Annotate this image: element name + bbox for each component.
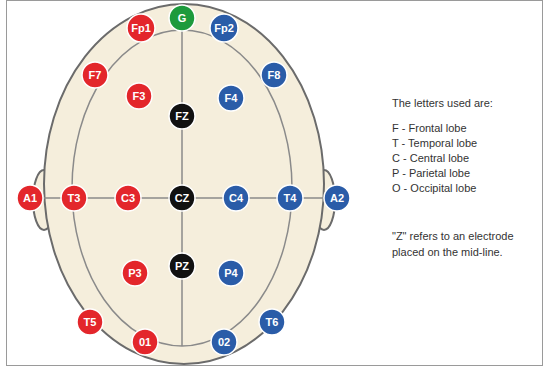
- electrode-disc: [61, 185, 87, 211]
- electrode-circle: P4: [217, 259, 245, 287]
- electrode-circle: FZ: [168, 102, 196, 130]
- electrode-disc: [259, 309, 285, 335]
- electrode-circle: 02: [210, 328, 238, 356]
- electrode-disc: [132, 329, 158, 355]
- electrode-disc: [169, 103, 195, 129]
- electrode-disc: [115, 185, 141, 211]
- electrode-disc: [127, 14, 155, 42]
- electrode-circle: F8: [260, 61, 288, 89]
- legend-entry: O - Occipital lobe: [392, 180, 476, 196]
- electrode-name: A1: [23, 193, 37, 204]
- electrode-circle: PZ: [168, 252, 196, 280]
- electrode-disc: [218, 260, 244, 286]
- electrode-disc: [82, 62, 108, 88]
- electrode-disc: [169, 185, 195, 211]
- note: "Z" refers to an electrode placed on the…: [392, 228, 542, 260]
- electrode-name: P4: [224, 268, 237, 279]
- electrode-disc: [261, 62, 287, 88]
- electrode-disc: [210, 14, 238, 42]
- electrode-name: Fp1: [131, 23, 151, 34]
- electrode-name: F7: [89, 70, 102, 81]
- electrode-name: G: [178, 13, 187, 24]
- electrode-circle: A1: [16, 184, 44, 212]
- electrode-disc: [126, 83, 152, 109]
- electrode-name: T6: [266, 317, 279, 328]
- electrode-circle: T3: [60, 184, 88, 212]
- legend-entry: T - Temporal lobe: [392, 135, 477, 151]
- electrode-name: T3: [68, 193, 81, 204]
- electrode-circle: C3: [114, 184, 142, 212]
- legend-entry: C - Central lobe: [392, 150, 469, 166]
- electrode-name: C4: [229, 193, 243, 204]
- electrode-disc: [122, 260, 148, 286]
- electrode-disc: [169, 5, 195, 31]
- electrode-circle: CZ: [168, 184, 196, 212]
- electrode-disc: [223, 185, 249, 211]
- electrode-name: F8: [268, 70, 281, 81]
- electrode-name: 01: [139, 337, 151, 348]
- head-outline: [44, 4, 324, 364]
- electrode-name: F4: [225, 93, 238, 104]
- electrode-circle: 01: [131, 328, 159, 356]
- legend-entry: P - Parietal lobe: [392, 165, 470, 181]
- electrode-name: CZ: [175, 193, 190, 204]
- electrode-disc: [17, 185, 43, 211]
- electrode-disc: [277, 185, 303, 211]
- electrode-name: FZ: [175, 111, 188, 122]
- electrode-circle: T5: [76, 308, 104, 336]
- electrode-disc: [211, 329, 237, 355]
- frame: [7, 1, 543, 366]
- electrode-disc: [169, 253, 195, 279]
- electrode-circle: G: [168, 4, 196, 32]
- electrode-circle: F7: [81, 61, 109, 89]
- electrode-name: F3: [133, 91, 146, 102]
- electrode-name: P3: [128, 268, 141, 279]
- legend-entry: F - Frontal lobe: [392, 120, 467, 136]
- electrode-circle: F3: [125, 82, 153, 110]
- legend-heading: The letters used are:: [392, 95, 493, 111]
- electrode-name: 02: [218, 337, 230, 348]
- electrode-circle: C4: [222, 184, 250, 212]
- electrode-name: C3: [121, 193, 135, 204]
- electrode-name: Fp2: [214, 23, 234, 34]
- electrode-circle: P3: [121, 259, 149, 287]
- electrode-circle: Fp2: [209, 13, 239, 43]
- electrode-circle: F4: [217, 84, 245, 112]
- electrode-circle: A2: [323, 184, 351, 212]
- electrode-disc: [218, 85, 244, 111]
- electrode-name: T5: [84, 317, 97, 328]
- electrode-disc: [324, 185, 350, 211]
- electrode-name: T4: [284, 193, 297, 204]
- electrode-circle: Fp1: [126, 13, 156, 43]
- electrode-disc: [77, 309, 103, 335]
- electrode-name: A2: [330, 193, 344, 204]
- electrode-circle: T4: [276, 184, 304, 212]
- electrode-circle: T6: [258, 308, 286, 336]
- electrode-name: PZ: [175, 261, 189, 272]
